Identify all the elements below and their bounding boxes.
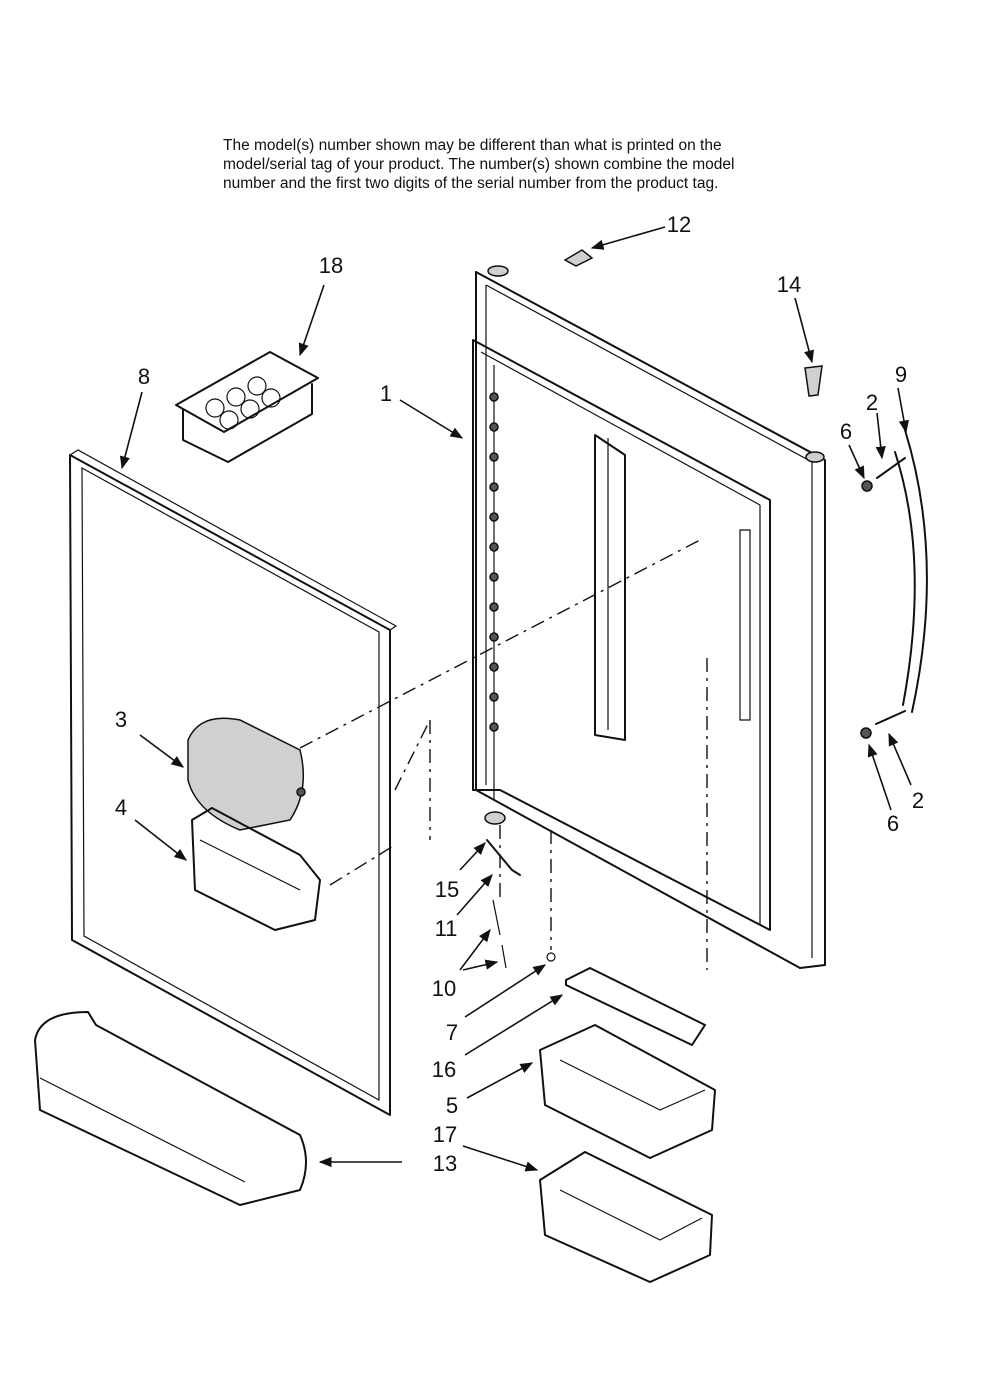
door-cap <box>546 952 556 962</box>
door-handle <box>894 429 928 713</box>
clip <box>563 249 594 267</box>
door-panel <box>69 449 398 1116</box>
callout-17: 17 <box>433 1122 457 1147</box>
note-line-2: model/serial tag of your product. The nu… <box>223 156 735 173</box>
door-bin-upper <box>539 1024 716 1159</box>
callout-1: 1 <box>380 381 392 406</box>
dairy-door <box>187 717 306 831</box>
callout-6-upper: 6 <box>840 419 852 444</box>
alignment-lines <box>299 539 708 970</box>
gallon-rack <box>34 1011 307 1206</box>
callout-5: 5 <box>446 1093 458 1118</box>
callout-9: 9 <box>895 362 907 387</box>
egg-tray <box>175 351 319 463</box>
callout-13: 13 <box>433 1151 457 1176</box>
callout-2-lower: 2 <box>912 788 924 813</box>
callout-3: 3 <box>115 707 127 732</box>
callout-4: 4 <box>115 795 127 820</box>
callout-16: 16 <box>432 1057 456 1082</box>
leader-lines <box>119 226 912 1172</box>
callout-10: 10 <box>432 976 456 1001</box>
callout-14: 14 <box>777 272 801 297</box>
callout-8: 8 <box>138 364 150 389</box>
door-bin-lower <box>539 1151 713 1283</box>
note-line-3: number and the first two digits of the s… <box>223 175 719 192</box>
dairy-bin <box>191 807 321 931</box>
callout-2-upper: 2 <box>866 390 878 415</box>
model-number-note: The model(s) number shown may be differe… <box>223 136 823 193</box>
callout-7: 7 <box>446 1020 458 1045</box>
shelf-peg-row <box>489 392 499 732</box>
door-liner-frame <box>472 265 826 969</box>
note-line-1: The model(s) number shown may be differe… <box>223 137 722 154</box>
plug <box>804 365 823 397</box>
callout-18: 18 <box>319 253 343 278</box>
bin-cover <box>565 967 706 1046</box>
callout-15: 15 <box>435 877 459 902</box>
callout-6-lower: 6 <box>887 811 899 836</box>
hinge-assembly <box>484 811 521 969</box>
handle-fasteners <box>860 457 906 739</box>
callout-11: 11 <box>435 916 458 941</box>
callout-12: 12 <box>667 212 691 237</box>
